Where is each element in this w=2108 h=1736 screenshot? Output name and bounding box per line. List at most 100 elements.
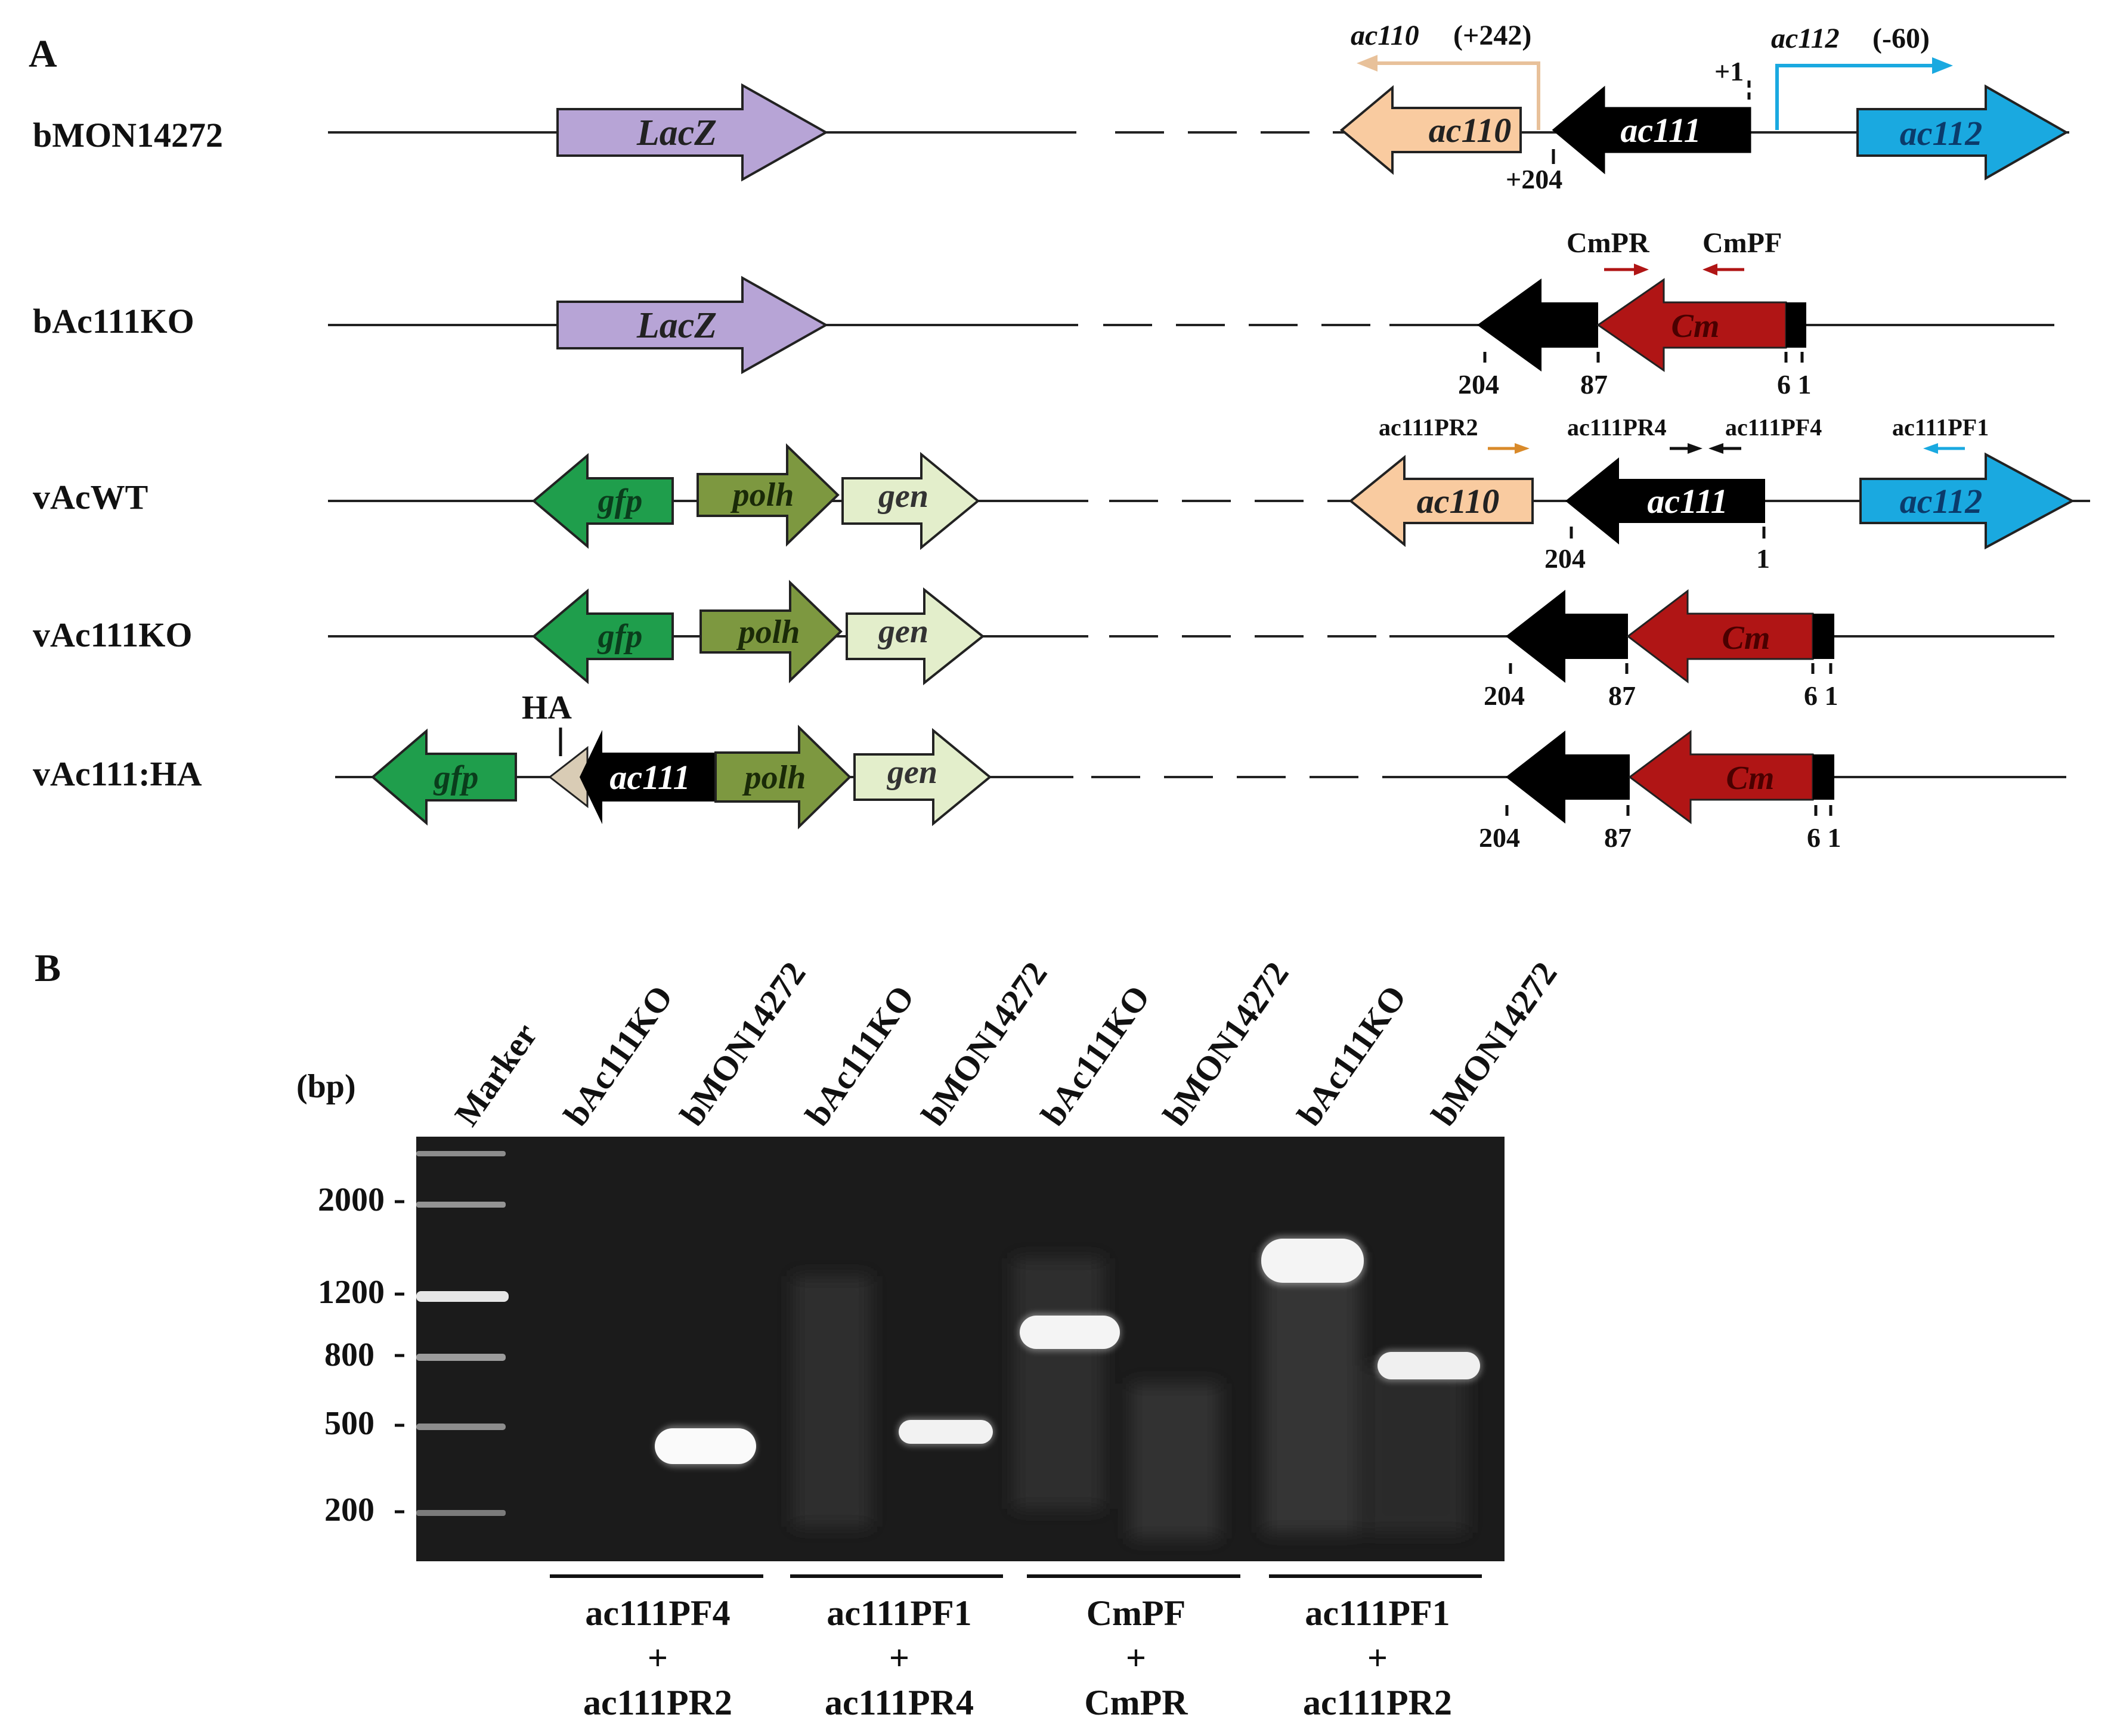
primer-pair-4-plus: + xyxy=(1367,1638,1388,1678)
cm-gene-arrow xyxy=(1626,589,1814,684)
pos-1: 1 xyxy=(1756,543,1770,574)
primer-pf4-label: ac111PF4 xyxy=(1725,414,1822,441)
pos-204: 204 xyxy=(1544,543,1586,574)
pos-61: 6 1 xyxy=(1777,369,1812,400)
size-label-1200: 1200 xyxy=(318,1274,385,1311)
dna-bands xyxy=(655,1236,1482,1467)
primer-cmpf-label: CmPF xyxy=(1703,227,1782,259)
ac111-residual-block xyxy=(1813,614,1834,659)
polh-gene-arrow xyxy=(714,725,852,830)
gfp-gene-arrow xyxy=(531,453,674,549)
primer-pr4-arrowhead xyxy=(1688,443,1703,454)
ac111-gene-arrow xyxy=(1552,85,1751,175)
gfp-gene-arrow xyxy=(370,728,517,826)
ac112-gene-label: ac112 xyxy=(1900,482,1983,521)
gen-gene-arrow xyxy=(841,451,980,550)
primer-pr4-label: ac111PR4 xyxy=(1567,414,1667,441)
pos-87: 87 xyxy=(1604,822,1632,853)
primer-pair-groups: ac111PF4 + ac111PR2 ac111PF1 + ac111PR4 … xyxy=(550,1574,1482,1722)
row-label-vac111ha: vAc111:HA xyxy=(33,754,202,793)
dna-band xyxy=(1378,1352,1480,1379)
size-markers: 2000 1200 800 500 200 xyxy=(318,1181,404,1528)
panel-a-label: A xyxy=(29,32,57,76)
primer-pf1-label: ac111PF1 xyxy=(1892,414,1989,441)
dna-band xyxy=(899,1420,993,1444)
lacz-gene-label: LacZ xyxy=(636,305,717,346)
ha-tag-label: HA xyxy=(522,689,572,726)
ac111-truncated-arrow xyxy=(1477,278,1598,372)
cm-gene-label: Cm xyxy=(1722,620,1770,657)
ac111-residual-block xyxy=(1813,754,1834,800)
position-ticks-row5 xyxy=(1505,805,1832,816)
dna-band xyxy=(1261,1239,1364,1283)
gen-gene-label: gen xyxy=(877,613,928,650)
position-ticks-row3 xyxy=(1570,527,1766,539)
pos-87: 87 xyxy=(1608,680,1636,711)
panel-b-label: B xyxy=(35,946,61,990)
ac110-transcript-arrowhead xyxy=(1357,55,1378,72)
row-label-vacwt: vAcWT xyxy=(33,478,148,516)
pos-61: 6 1 xyxy=(1807,822,1841,853)
ac110-gene-arrow xyxy=(1348,454,1534,547)
gfp-gene-label: gfp xyxy=(433,759,479,796)
primer-pair-2-rev: ac111PR4 xyxy=(825,1683,974,1722)
pos-87: 87 xyxy=(1580,369,1608,400)
dna-band xyxy=(655,1428,756,1464)
pos-204: 204 xyxy=(1479,822,1520,853)
pos-204: 204 xyxy=(1484,680,1525,711)
ac111-gene-label: ac111 xyxy=(1620,111,1701,150)
lane-label-8: bMON14272 xyxy=(1423,955,1564,1133)
primer-pair-2-fwd: ac111PF1 xyxy=(827,1593,971,1633)
primer-pair-4-fwd: ac111PF1 xyxy=(1305,1593,1450,1633)
lacz-gene-arrow xyxy=(556,83,829,182)
lane-label-6: bMON14272 xyxy=(1155,955,1296,1133)
ac112-transcript-arrowhead xyxy=(1932,57,1953,74)
cm-gene-label: Cm xyxy=(1671,308,1720,345)
ac110-transcript-label: ac110 xyxy=(1351,20,1419,51)
gen-gene-label: gen xyxy=(877,478,928,515)
row-label-bmon14272: bMON14272 xyxy=(33,116,223,154)
pos-plus204: +204 xyxy=(1506,164,1562,194)
gfp-gene-label: gfp xyxy=(597,618,643,655)
primer-pair-3-plus: + xyxy=(1126,1638,1146,1678)
ac111-ha-arrow xyxy=(580,730,716,824)
pos-204: 204 xyxy=(1458,369,1499,400)
ac111-truncated-arrow xyxy=(1506,590,1628,683)
row-label-bac111ko: bAc111KO xyxy=(33,302,194,341)
lane-label-4: bMON14272 xyxy=(914,955,1054,1133)
polh-gene-arrow xyxy=(697,443,840,547)
primer-pair-4-rev: ac111PR2 xyxy=(1303,1683,1452,1722)
primer-cmpr-arrowhead xyxy=(1634,264,1649,276)
ac112-transcript-label: ac112 xyxy=(1771,23,1840,54)
lane-label-1: bAc111KO xyxy=(556,978,680,1132)
primer-cmpr-label: CmPR xyxy=(1567,227,1650,259)
primer-pair-1-plus: + xyxy=(648,1638,668,1678)
primer-cmpf-arrowhead xyxy=(1703,264,1717,276)
pos-61: 6 1 xyxy=(1804,680,1838,711)
polh-gene-label: polh xyxy=(736,614,800,651)
dna-band xyxy=(1020,1316,1120,1349)
ac110-gene-label: ac110 xyxy=(1417,482,1500,521)
ac112-transcript-pos: (-60) xyxy=(1872,23,1930,54)
size-label-2000: 2000 xyxy=(318,1181,385,1218)
pos-plus1: +1 xyxy=(1714,56,1744,86)
cm-gene-label: Cm xyxy=(1726,760,1775,797)
ac112-gene-arrow xyxy=(1856,84,2069,181)
ac111-gene-arrow xyxy=(1565,457,1765,544)
ac111-residual-block xyxy=(1786,302,1806,348)
ac110-transcript-pos: (+242) xyxy=(1453,20,1531,51)
ac112-gene-label: ac112 xyxy=(1900,114,1983,153)
primer-pair-3-rev: CmPR xyxy=(1084,1683,1188,1722)
gen-gene-label: gen xyxy=(886,754,937,791)
gfp-gene-arrow xyxy=(531,588,674,685)
ac110-transcript-arrow xyxy=(1375,61,1540,130)
lane-label-2: bMON14272 xyxy=(672,955,813,1133)
primer-pair-1-fwd: ac111PF4 xyxy=(585,1593,730,1633)
ac111-gene-label: ac111 xyxy=(1647,482,1728,521)
size-label-800: 800 xyxy=(324,1336,374,1373)
polh-gene-label: polh xyxy=(742,759,806,796)
gel-smears xyxy=(793,1252,1467,1539)
ac110-gene-arrow xyxy=(1339,85,1522,175)
primer-pf1-arrowhead xyxy=(1923,443,1938,454)
primer-pr2-label: ac111PR2 xyxy=(1379,414,1478,441)
